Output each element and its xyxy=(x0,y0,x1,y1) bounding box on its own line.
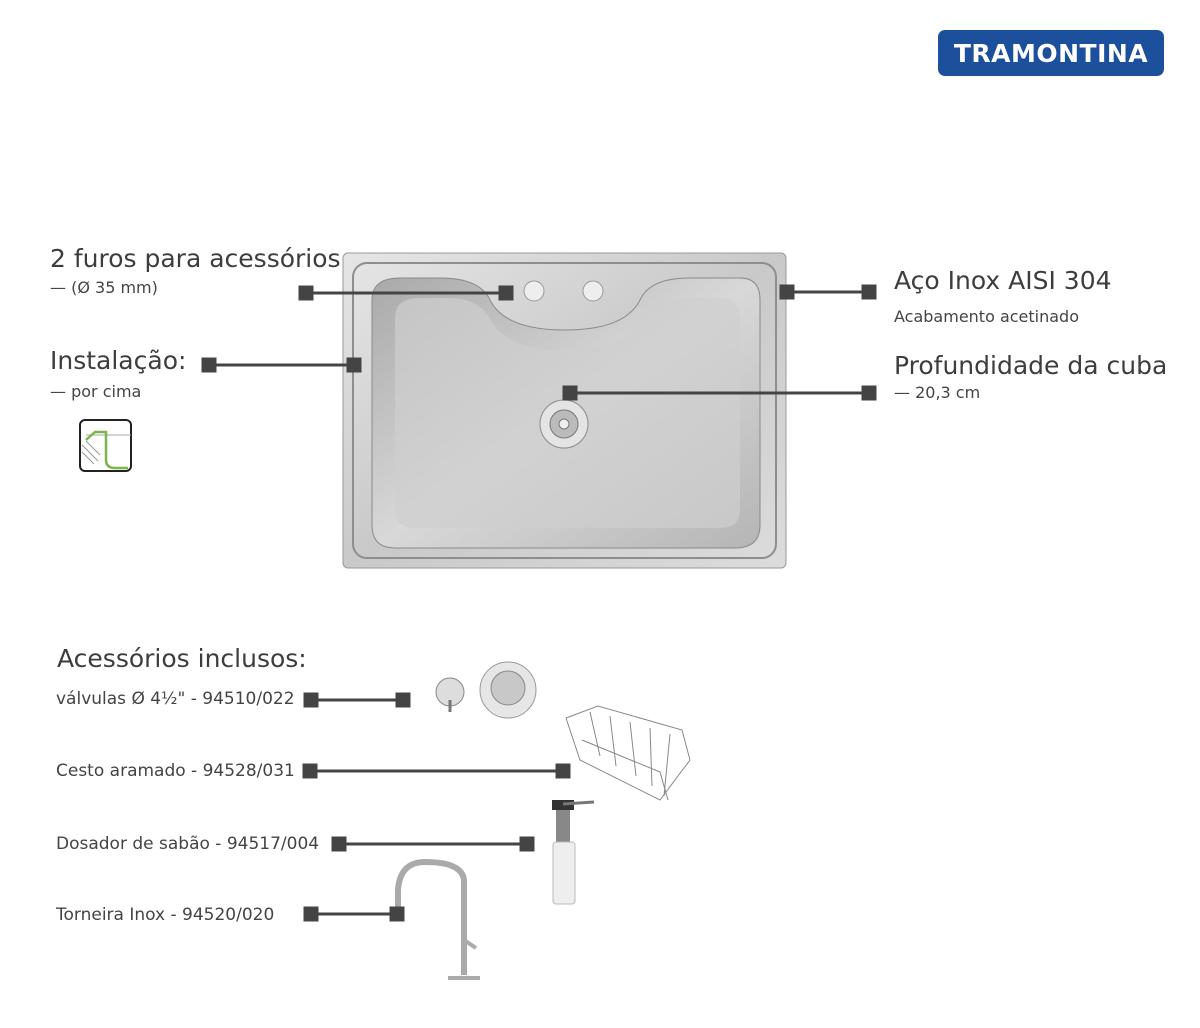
accessory-hole xyxy=(523,280,545,302)
valve-image xyxy=(435,661,537,719)
connector-faucet xyxy=(303,906,405,922)
holes-detail: — (Ø 35 mm) xyxy=(50,278,158,297)
top-mount-icon xyxy=(79,419,132,472)
soap-dispenser-image xyxy=(552,800,595,905)
depth-title: Profundidade da cuba xyxy=(894,351,1168,380)
connector-holes xyxy=(298,285,514,301)
connector-install xyxy=(201,357,362,373)
depth-detail: — 20,3 cm xyxy=(894,383,981,402)
accessory-item: Torneira Inox - 94520/020 xyxy=(56,905,275,925)
holes-title: 2 furos para acessórios xyxy=(50,244,341,273)
connector-valves xyxy=(303,692,411,708)
accessory-item: Dosador de sabão - 94517/004 xyxy=(56,834,320,854)
brand-logo: TRAMONTINA xyxy=(938,30,1164,76)
install-title: Instalação: xyxy=(50,346,187,375)
connector-steel xyxy=(779,284,877,300)
wire-basket-image xyxy=(565,705,691,801)
faucet-image xyxy=(395,858,480,980)
connector-depth xyxy=(562,385,877,401)
install-detail: — por cima xyxy=(50,382,142,401)
accessory-hole xyxy=(582,280,604,302)
accessory-item: Cesto aramado - 94528/031 xyxy=(56,761,295,781)
steel-title: Aço Inox AISI 304 xyxy=(894,266,1112,295)
connector-basket xyxy=(302,763,571,779)
accessories-title: Acessórios inclusos: xyxy=(57,644,307,673)
steel-detail: Acabamento acetinado xyxy=(894,307,1079,326)
connector-dispenser xyxy=(331,836,535,852)
accessory-item: válvulas Ø 4½" - 94510/022 xyxy=(56,689,295,709)
sink-image xyxy=(342,252,787,569)
